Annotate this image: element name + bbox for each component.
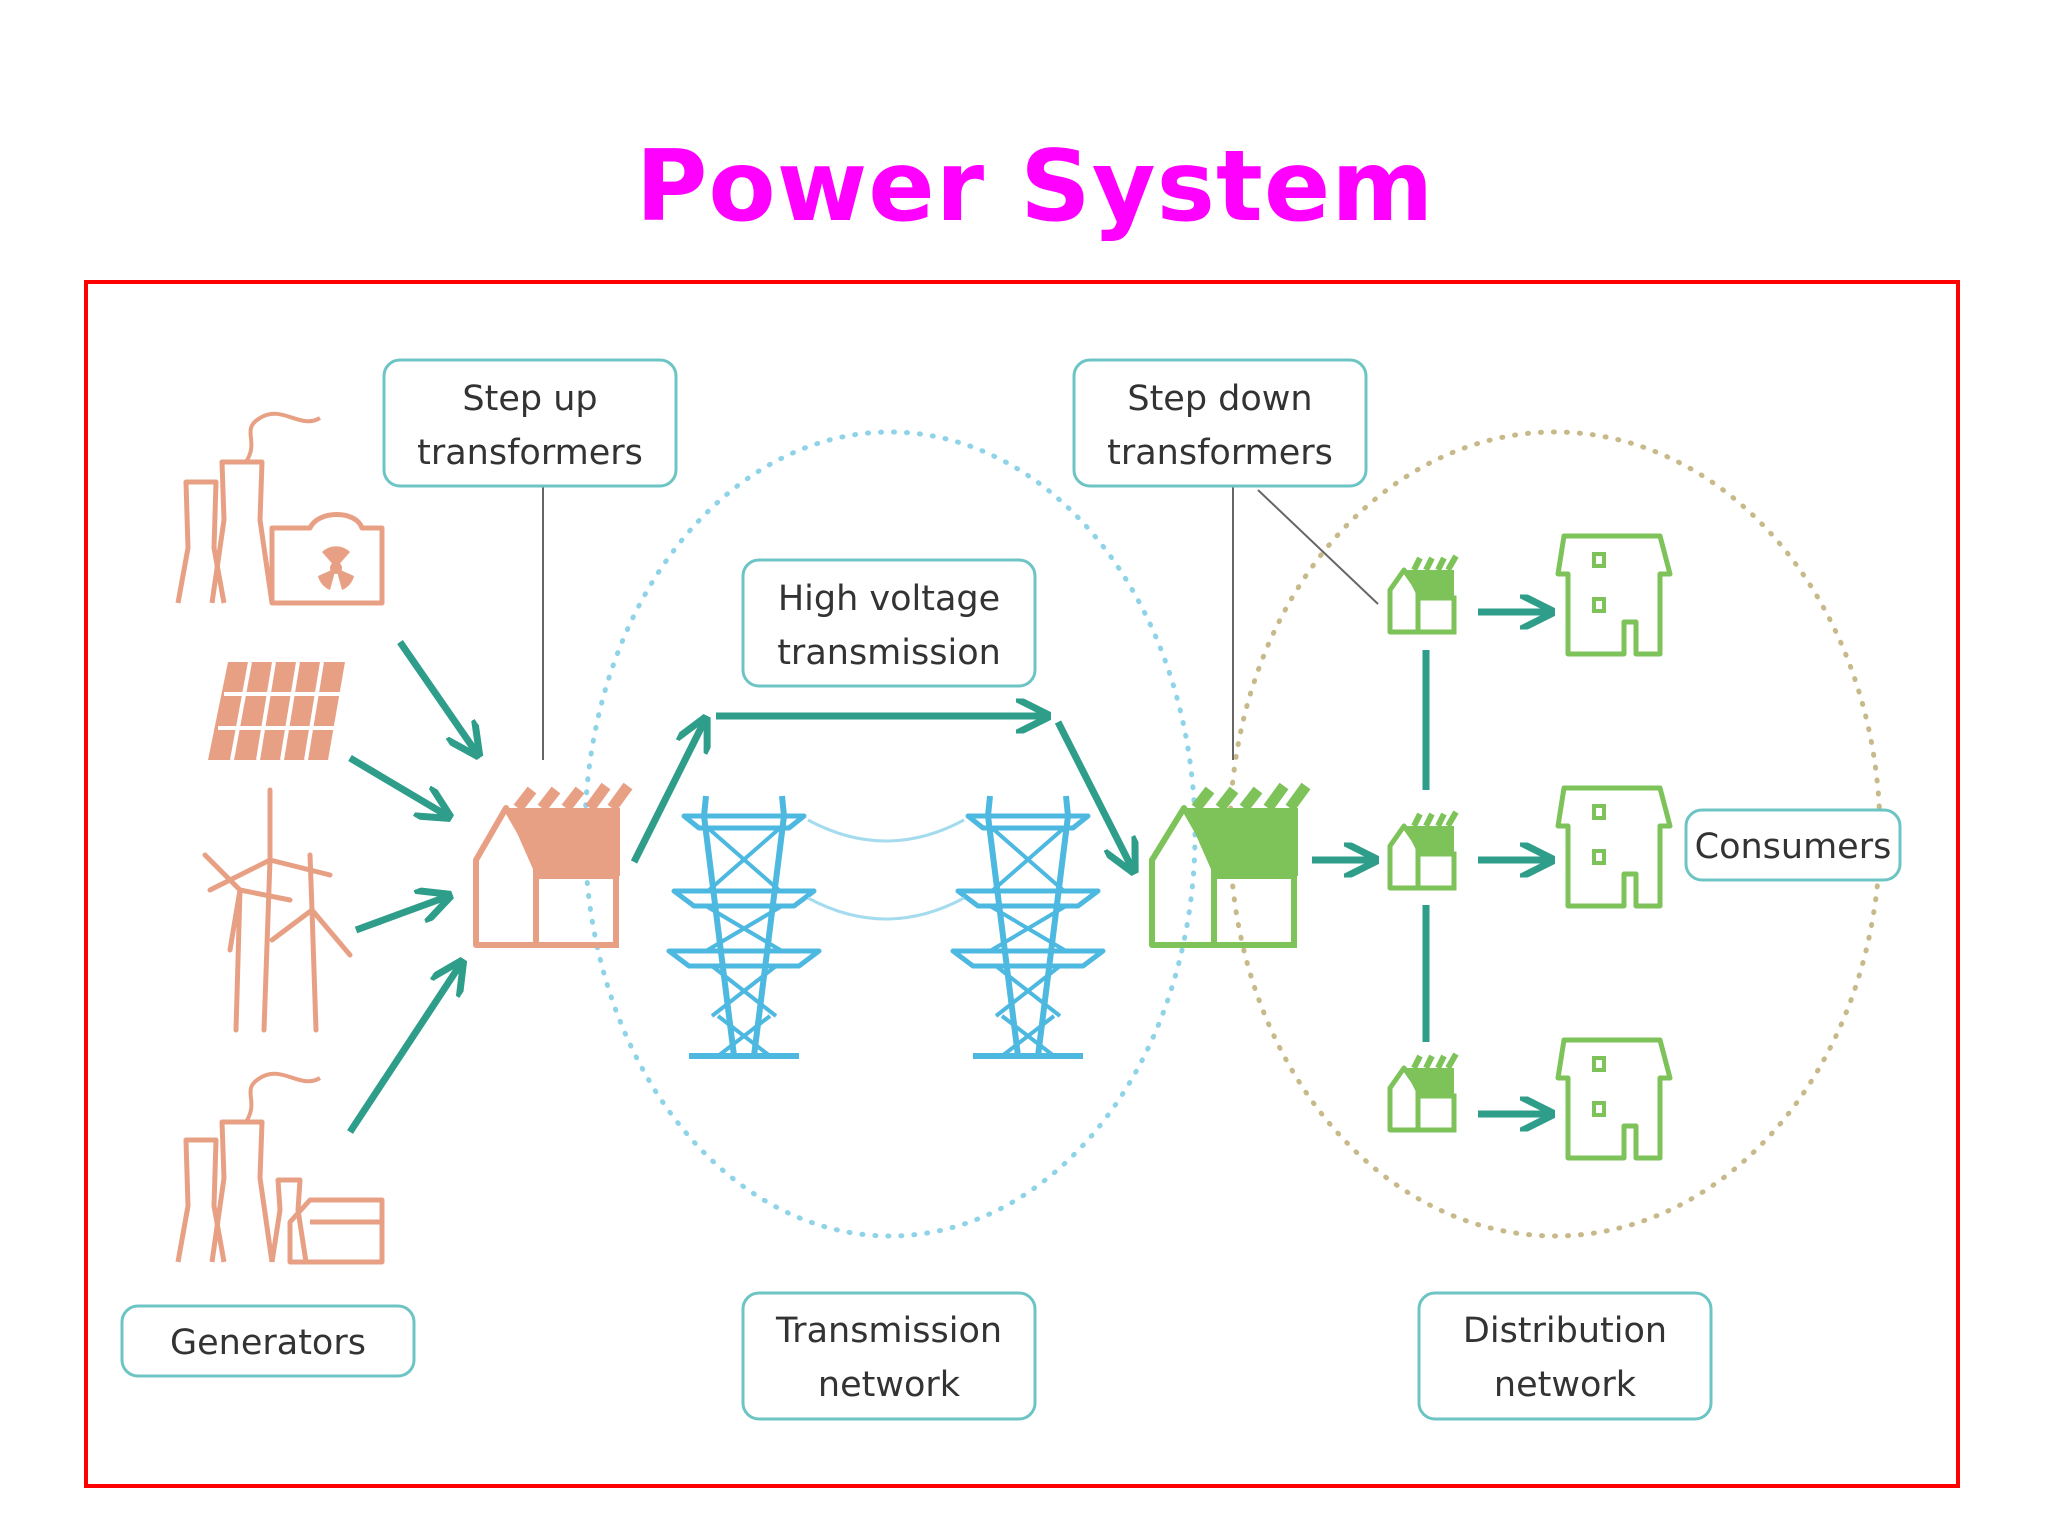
arrow-nuclear-to-stepup: [397, 640, 476, 752]
small-substation-icon: [1390, 812, 1456, 888]
small-substation-icon: [1390, 556, 1456, 632]
transmission-wire: [807, 896, 965, 921]
arrow-stepup-to-transmission: [630, 722, 704, 864]
solar-panel-icon: [208, 661, 345, 761]
house-icon: [1558, 788, 1670, 906]
step-down-transformers-label: Step down transformers: [1072, 358, 1368, 488]
thermal-plant-icon: [175, 1071, 385, 1265]
generation-arrows: [347, 640, 476, 1134]
svg-text:Generators: Generators: [170, 1323, 366, 1363]
step-down-leader-line-2: [1257, 489, 1379, 605]
nuclear-plant-icon: [175, 411, 385, 606]
svg-text:transformers: transformers: [417, 433, 643, 473]
high-voltage-transmission-label: High voltage transmission: [741, 558, 1037, 688]
distribution-network-label: Distribution network: [1417, 1291, 1713, 1421]
svg-text:transmission: transmission: [777, 633, 1001, 673]
step-down-substation-icon: [1149, 782, 1311, 948]
svg-text:network: network: [1494, 1365, 1637, 1405]
arrow-wind-to-stepup: [354, 897, 446, 934]
transmission-tower-icon: [669, 796, 819, 1056]
small-substation-icon: [1390, 1054, 1456, 1130]
svg-text:Consumers: Consumers: [1695, 827, 1892, 867]
distribution-arrows: [1312, 612, 1548, 1114]
transmission-region-outline: [582, 429, 1198, 1239]
step-up-substation-icon: [473, 782, 633, 948]
svg-text:Step up: Step up: [462, 379, 597, 419]
consumers-label: Consumers: [1684, 808, 1902, 882]
page-title: Power System: [635, 130, 1435, 244]
step-up-transformers-label: Step up transformers: [382, 358, 678, 488]
transmission-arrows: [630, 716, 1132, 868]
generators-label: Generators: [120, 1304, 416, 1378]
arrow-solar-to-stepup: [348, 754, 446, 815]
svg-text:network: network: [818, 1365, 961, 1405]
svg-text:Step down: Step down: [1127, 379, 1312, 419]
svg-text:transformers: transformers: [1107, 433, 1333, 473]
house-icon: [1558, 536, 1670, 654]
transmission-network-label: Transmission network: [741, 1291, 1037, 1421]
house-icon: [1558, 1040, 1670, 1158]
arrow-transmission-to-stepdown: [1054, 720, 1132, 868]
svg-text:High voltage: High voltage: [778, 579, 1000, 619]
svg-text:Transmission: Transmission: [775, 1311, 1002, 1351]
svg-text:Distribution: Distribution: [1463, 1311, 1667, 1351]
transmission-tower-icon: [953, 796, 1103, 1056]
wind-turbine-icon: [202, 787, 353, 1033]
arrow-thermal-to-stepup: [347, 965, 460, 1134]
transmission-wire: [807, 818, 965, 843]
